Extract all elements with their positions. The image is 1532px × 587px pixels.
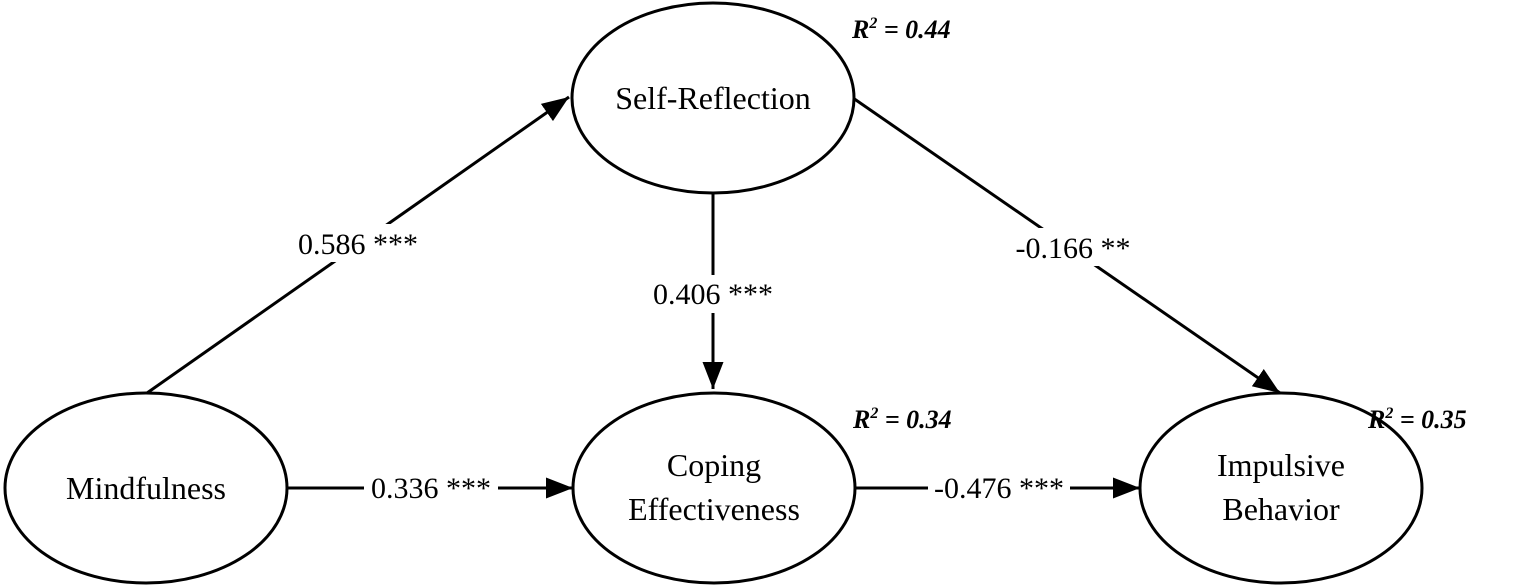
node-self-reflection: Self-Reflection [570,1,856,195]
node-impulsive-behavior: Impulsive Behavior [1138,391,1424,585]
edge-label-bg [1000,228,1146,266]
edge-label-coping-impulsive: -0.476 *** [934,472,1064,505]
r2-value: = 0.44 [877,15,950,44]
r2-symbol: R [851,15,869,44]
node-mindfulness-shape [3,391,289,585]
node-mindfulness-label: Mindfulness [66,470,226,506]
r2-superscript: 2 [869,405,878,422]
r2-symbol: R [1367,405,1385,434]
edge-label-bg [289,224,425,262]
r2-superscript: 2 [1384,405,1393,422]
edge-label-bg [928,470,1070,506]
edge-label-self-reflection-coping: 0.406 *** [653,278,773,311]
edge-label-bg [364,470,498,506]
node-coping-label-line1: Coping [667,447,761,483]
node-self-reflection-shape [570,1,856,195]
r2-value: = 0.34 [878,405,951,434]
edge-label-bg [643,275,783,313]
edge-label-mindfulness-coping: 0.336 *** [371,472,491,505]
edge-label-self-reflection-impulsive: -0.166 ** [1016,232,1131,265]
r2-self-reflection: R2 = 0.44 [851,15,951,44]
r2-symbol: R [852,405,870,434]
edge-label-mindfulness-self-reflection: 0.586 *** [298,228,418,261]
node-impulsive-label-line1: Impulsive [1217,447,1345,483]
r2-value: = 0.35 [1393,405,1466,434]
node-coping-label-line2: Effectiveness [628,491,800,527]
r2-superscript: 2 [868,15,877,32]
node-impulsive-label-line2: Behavior [1222,491,1340,527]
node-coping-effectiveness: Coping Effectiveness [571,391,857,585]
r2-coping: R2 = 0.34 [852,405,952,434]
node-impulsive-shape [1138,391,1424,585]
node-self-reflection-label: Self-Reflection [615,80,810,116]
node-mindfulness: Mindfulness [3,391,289,585]
r2-impulsive: R2 = 0.35 [1367,405,1467,434]
node-coping-shape [571,391,857,585]
